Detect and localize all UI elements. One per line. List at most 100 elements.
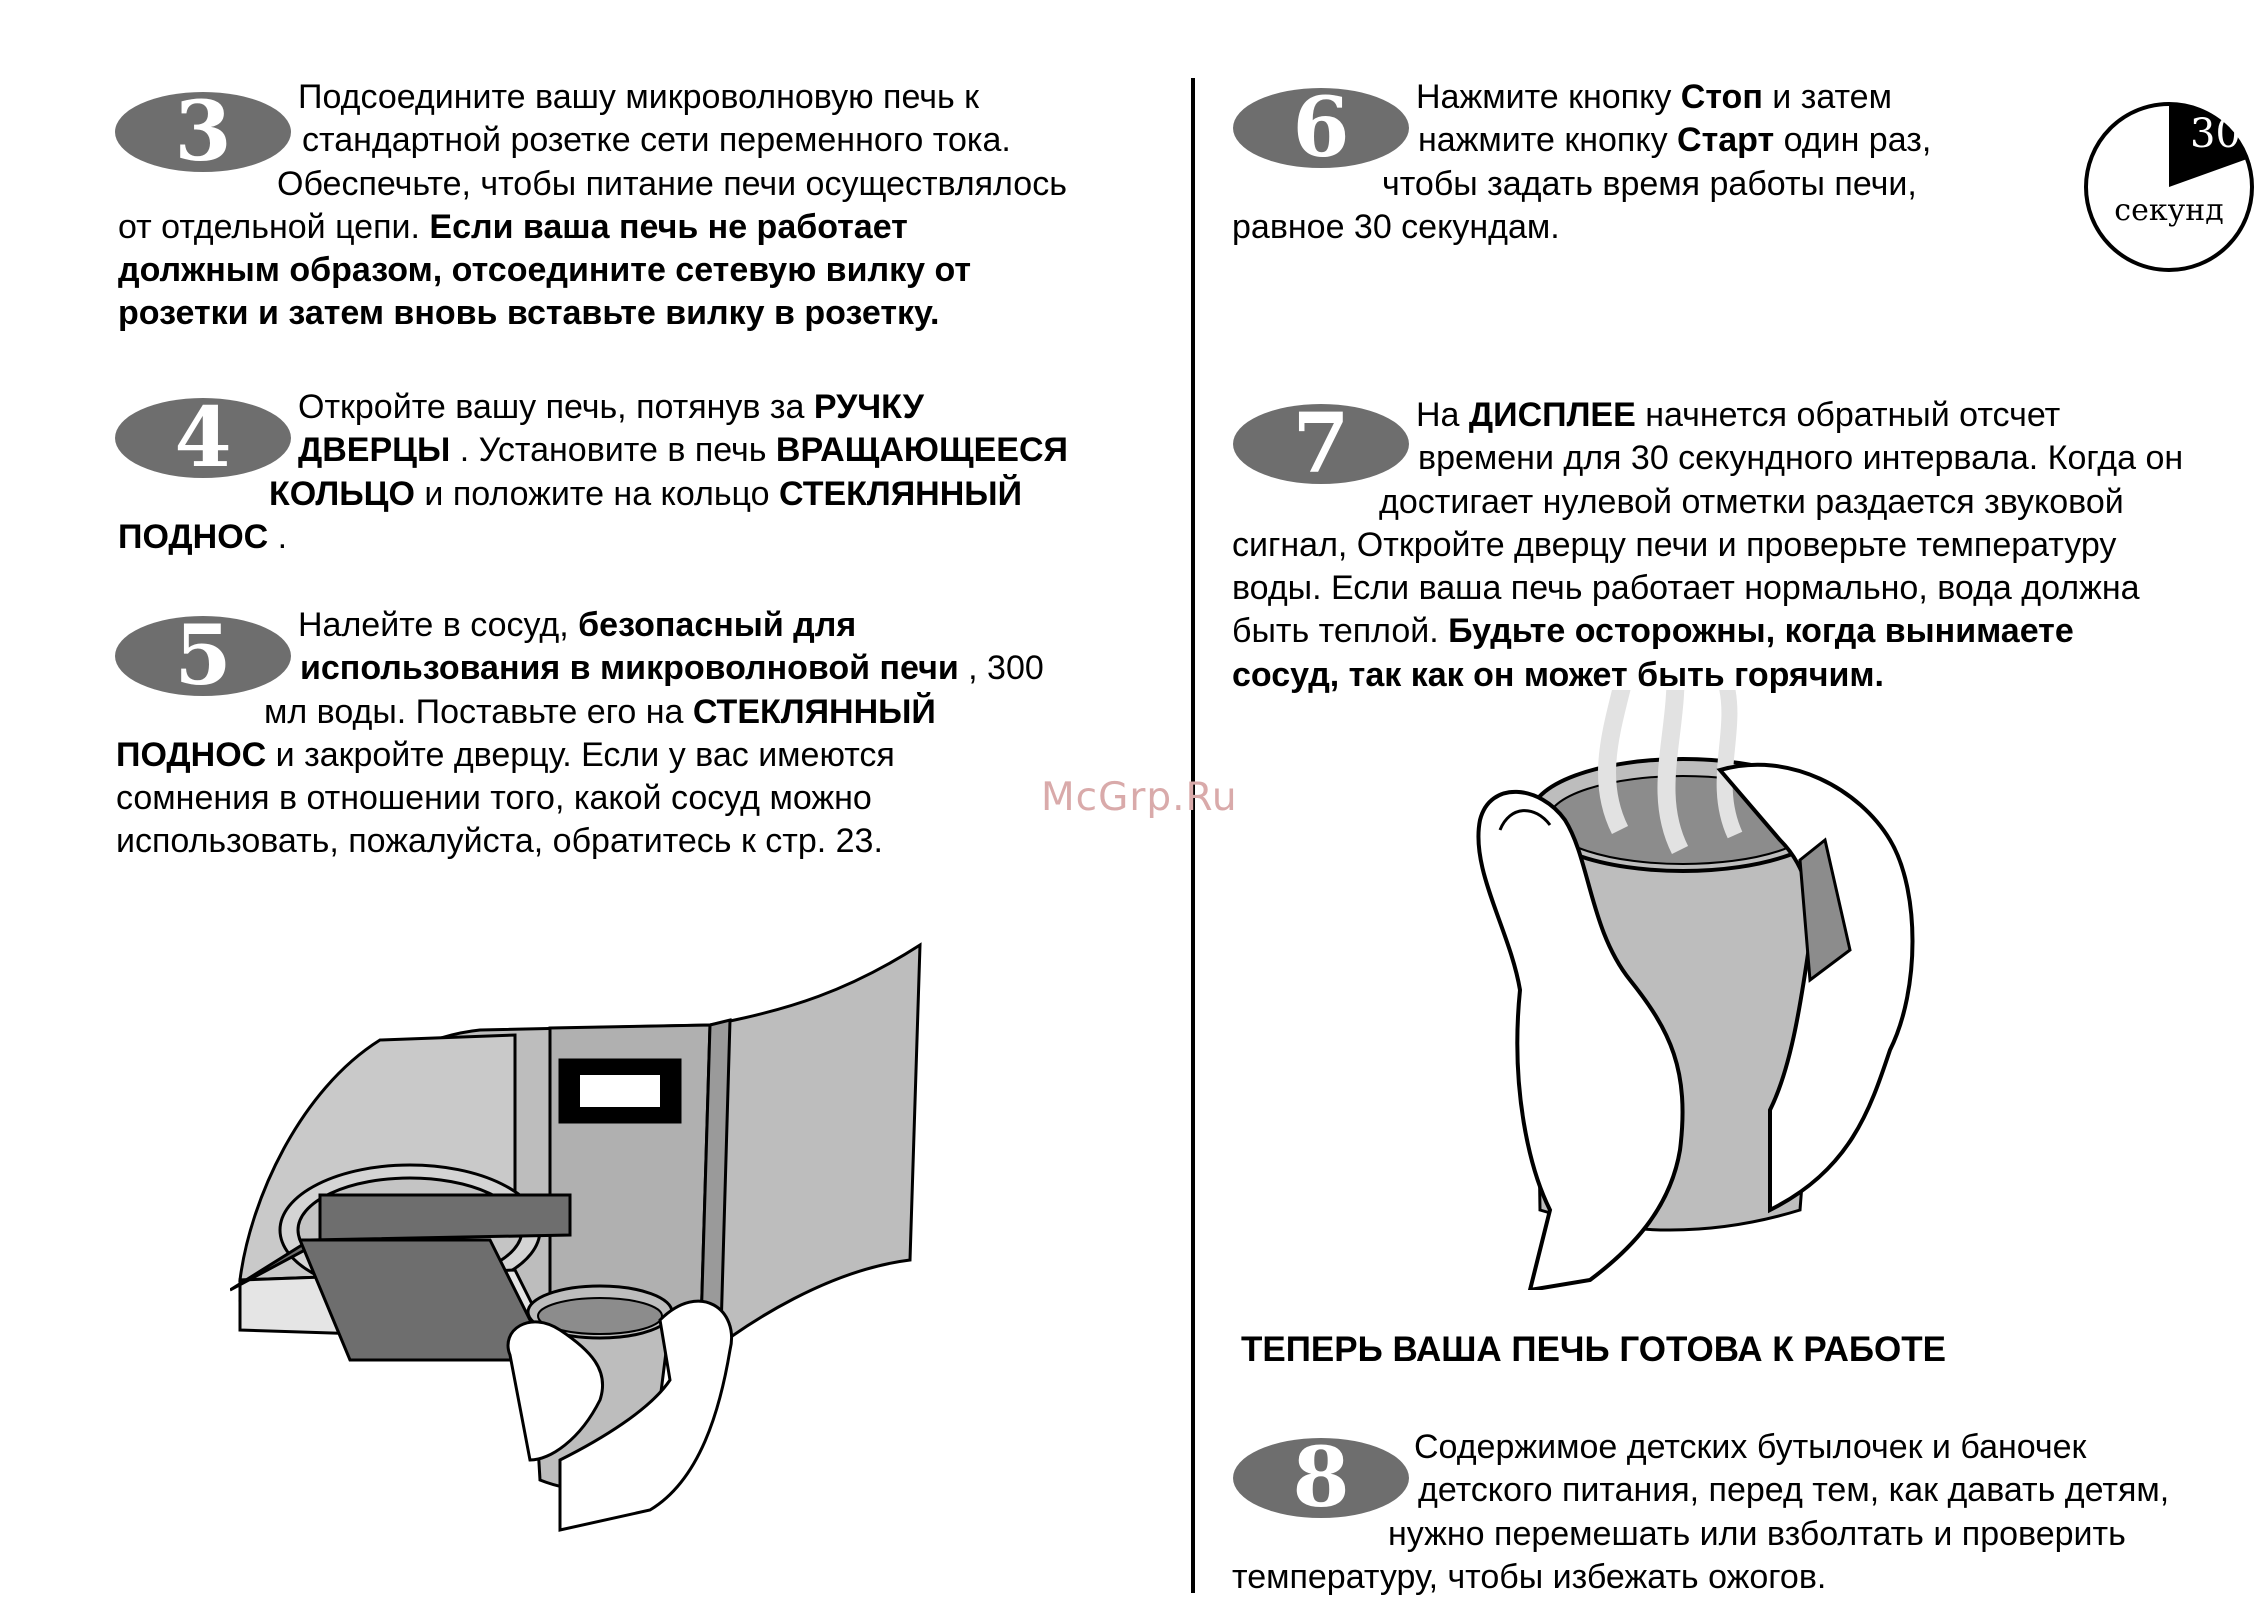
text: и затем bbox=[1762, 78, 1892, 116]
text-line: КОЛЬЦО и положите на кольцо СТЕКЛЯННЫЙ bbox=[114, 473, 1068, 516]
watermark: McGrp.Ru bbox=[1041, 775, 1238, 820]
text: нажмите кнопку bbox=[1418, 121, 1678, 160]
step-text: На ДИСПЛЕЕ начнется обратный отсчет врем… bbox=[1232, 394, 2183, 697]
step-number-badge: 5 bbox=[115, 614, 291, 698]
text: Обеспечьте, чтобы питание печи осуществл… bbox=[277, 164, 1067, 203]
timer-unit: секунд bbox=[2114, 193, 2223, 228]
text-line: времени для 30 секундного интервала. Ког… bbox=[1232, 437, 2183, 480]
step-number-badge: 7 bbox=[1233, 402, 1409, 486]
step-number: 8 bbox=[1292, 1436, 1349, 1520]
bold-text: ДИСПЛЕЕ bbox=[1468, 396, 1636, 434]
text-line: нужно перемешать или взболтать и провери… bbox=[1232, 1513, 2169, 1556]
text-line: Налейте в сосуд, безопасный для bbox=[114, 604, 1044, 647]
bold-text: Стоп bbox=[1680, 78, 1763, 116]
text: Налейте в сосуд, bbox=[298, 606, 579, 644]
text-line: Подсоедините вашу микроволновую печь к bbox=[114, 76, 1067, 119]
bold-text: Если ваша печь не работает bbox=[429, 207, 908, 246]
bold-text: РУЧКУ bbox=[813, 388, 924, 426]
step-text: Откройте вашу печь, потянув за РУЧКУ ДВЕ… bbox=[114, 386, 1068, 559]
text: На bbox=[1416, 396, 1469, 434]
step-number: 5 bbox=[174, 614, 231, 698]
bold-text: ПОДНОС bbox=[118, 517, 269, 556]
text: стандартной розетке сети переменного ток… bbox=[302, 121, 1011, 160]
text-line: сосуд, так как он может быть горячим. bbox=[1232, 654, 2183, 697]
step-number: 6 bbox=[1292, 86, 1349, 170]
text: быть теплой. bbox=[1232, 612, 1449, 651]
text-line: сигнал, Откройте дверцу печи и проверьте… bbox=[1232, 524, 2183, 567]
bold-text: Старт bbox=[1677, 121, 1775, 160]
bold-text: СТЕКЛЯННЫЙ bbox=[778, 474, 1023, 513]
text: начнется обратный отсчет bbox=[1635, 396, 2061, 434]
text: один раз, bbox=[1774, 121, 1932, 160]
text-line: стандартной розетке сети переменного ток… bbox=[114, 119, 1067, 162]
text-line: Обеспечьте, чтобы питание печи осуществл… bbox=[114, 163, 1067, 206]
step-text: Нажмите кнопку Стоп и затем нажмите кноп… bbox=[1232, 76, 1931, 249]
text: использовать, пожалуйста, обратитесь к с… bbox=[116, 822, 883, 861]
step-number: 4 bbox=[174, 396, 231, 480]
text-line: использовать, пожалуйста, обратитесь к с… bbox=[114, 820, 1044, 863]
bold-text: сосуд, так как он может быть горячим. bbox=[1232, 655, 1884, 694]
step-text: Содержимое детских бутылочек и баночек д… bbox=[1232, 1426, 2169, 1599]
bold-text: Будьте осторожны, когда вынимаете bbox=[1448, 612, 2074, 651]
step-text: Налейте в сосуд, безопасный для использо… bbox=[114, 604, 1044, 864]
bold-text: использования в микроволновой печи bbox=[300, 649, 959, 688]
text-line: На ДИСПЛЕЕ начнется обратный отсчет bbox=[1232, 394, 2183, 437]
text: Откройте вашу печь, потянув за bbox=[298, 388, 814, 426]
hand-holding-hot-cup-illustration bbox=[1476, 690, 1915, 1290]
step-number-badge: 8 bbox=[1233, 1436, 1409, 1520]
text: мл воды. Поставьте его на bbox=[264, 692, 693, 731]
bold-text: безопасный для bbox=[578, 606, 857, 644]
text: . bbox=[268, 517, 288, 556]
text-line: Нажмите кнопку Стоп и затем bbox=[1232, 76, 1931, 119]
text-line: розетки и затем вновь вставьте вилку в р… bbox=[114, 292, 1067, 335]
text: , 300 bbox=[958, 649, 1044, 688]
microwave-oven-illustration bbox=[230, 942, 922, 1532]
text: Содержимое детских бутылочек и баночек bbox=[1414, 1428, 2087, 1466]
text: воды. Если ваша печь работает нормально,… bbox=[1232, 569, 2140, 608]
text: нужно перемешать или взболтать и провери… bbox=[1388, 1514, 2126, 1553]
step-number: 7 bbox=[1292, 402, 1349, 486]
step-text: Подсоедините вашу микроволновую печь к с… bbox=[114, 76, 1067, 336]
text-line: достигает нулевой отметки раздается звук… bbox=[1232, 481, 2183, 524]
text: от отдельной цепи. bbox=[118, 207, 430, 246]
text: равное 30 секундам. bbox=[1232, 207, 1560, 246]
bold-text: СТЕКЛЯННЫЙ bbox=[692, 692, 936, 731]
text: чтобы задать время работы печи, bbox=[1382, 164, 1917, 203]
bold-text: должным образом, отсоедините сетевую вил… bbox=[118, 251, 972, 290]
text-line: температуру, чтобы избежать ожогов. bbox=[1232, 1556, 2169, 1599]
text-line: от отдельной цепи. Если ваша печь не раб… bbox=[114, 206, 1067, 249]
text-line: быть теплой. Будьте осторожны, когда вын… bbox=[1232, 610, 2183, 653]
text: температуру, чтобы избежать ожогов. bbox=[1232, 1557, 1827, 1596]
text-line: использования в микроволновой печи , 300 bbox=[114, 647, 1044, 690]
bold-text: ДВЕРЦЫ bbox=[298, 431, 451, 470]
ready-heading: ТЕПЕРЬ ВАША ПЕЧЬ ГОТОВА К РАБОТЕ bbox=[1241, 1330, 1947, 1369]
text: и закройте дверцу. Если у вас имеются bbox=[266, 735, 895, 774]
text-line: чтобы задать время работы печи, bbox=[1232, 163, 1931, 206]
column-divider bbox=[1191, 78, 1195, 1593]
bold-text: розетки и затем вновь вставьте вилку в р… bbox=[118, 294, 940, 333]
text: Нажмите кнопку bbox=[1416, 78, 1681, 116]
text-line: мл воды. Поставьте его на СТЕКЛЯННЫЙ bbox=[114, 691, 1044, 734]
text: и положите на кольцо bbox=[414, 474, 779, 513]
text: времени для 30 секундного интервала. Ког… bbox=[1418, 439, 2184, 478]
bold-text: КОЛЬЦО bbox=[269, 474, 415, 513]
bold-text: ПОДНОС bbox=[116, 735, 267, 774]
step-number-badge: 6 bbox=[1233, 86, 1409, 170]
text-line: воды. Если ваша печь работает нормально,… bbox=[1232, 567, 2183, 610]
text: достигает нулевой отметки раздается звук… bbox=[1379, 482, 2124, 521]
text: детского питания, перед тем, как давать … bbox=[1418, 1471, 2170, 1510]
text: Подсоедините вашу микроволновую печь к bbox=[298, 78, 979, 116]
text-line: равное 30 секундам. bbox=[1232, 206, 1931, 249]
text-line: детского питания, перед тем, как давать … bbox=[1232, 1469, 2169, 1512]
text: . Установите в печь bbox=[450, 431, 776, 470]
text-line: Содержимое детских бутылочек и баночек bbox=[1232, 1426, 2169, 1469]
step-number-badge: 3 bbox=[115, 90, 291, 174]
text-line: Откройте вашу печь, потянув за РУЧКУ bbox=[114, 386, 1068, 429]
text-line: ПОДНОС и закройте дверцу. Если у вас име… bbox=[114, 734, 1044, 777]
text-line: нажмите кнопку Старт один раз, bbox=[1232, 119, 1931, 162]
text-line: должным образом, отсоедините сетевую вил… bbox=[114, 249, 1067, 292]
text: сигнал, Откройте дверцу печи и проверьте… bbox=[1232, 525, 2117, 564]
timer-value: 30 bbox=[2190, 111, 2241, 157]
bold-text: ВРАЩАЮЩЕЕСЯ bbox=[775, 431, 1068, 470]
text-line: ПОДНОС . bbox=[114, 516, 1068, 559]
